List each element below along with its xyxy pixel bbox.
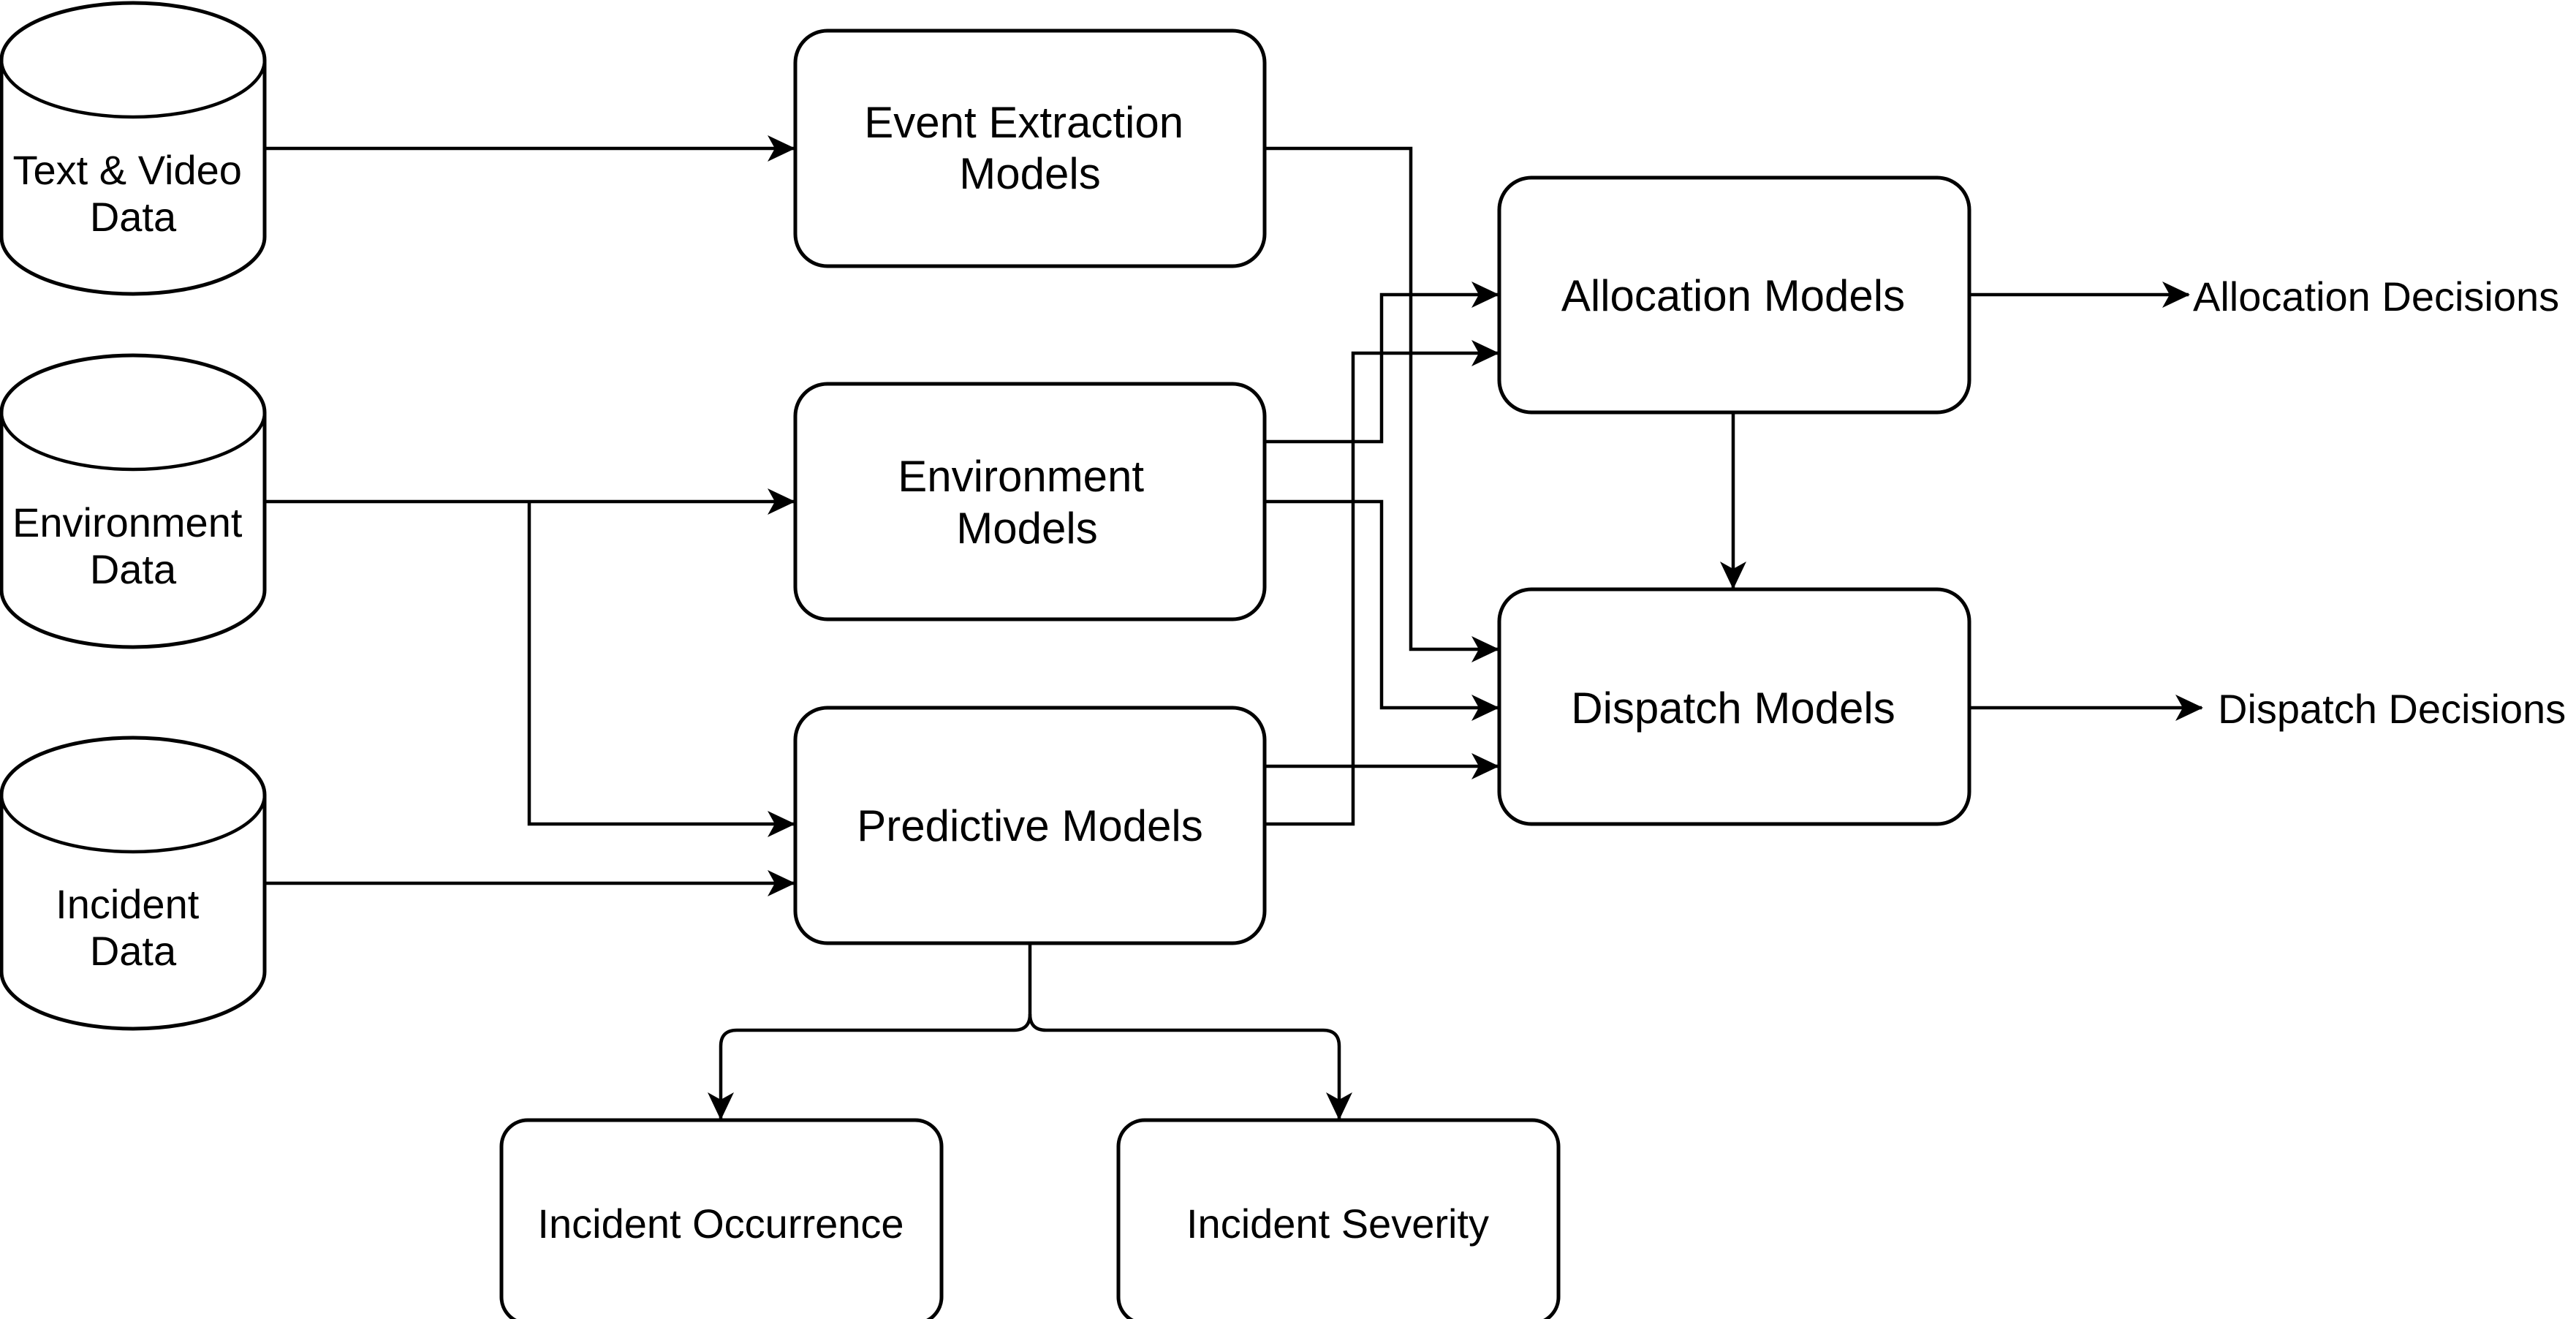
incident-occurrence-label: Incident Occurrence (537, 1201, 904, 1247)
box-incident-occurrence: Incident Occurrence (499, 1118, 944, 1319)
dispatch-models-label: Dispatch Models (1571, 684, 1895, 733)
box-event-extraction-models: Event Extraction Models (793, 29, 1267, 268)
environment-data-line1: Environment (12, 499, 243, 545)
edge-envmodels-to-allocation (1265, 281, 1499, 444)
incident-data-line2: Data (90, 928, 177, 974)
svg-text:Environment Data: Environment Data (12, 499, 254, 592)
cylinder-environment-data: Environment Data (0, 353, 267, 649)
box-predictive-models: Predictive Models (793, 706, 1267, 945)
environment-models-line1: Environment (898, 452, 1144, 501)
box-allocation-models: Allocation Models (1497, 175, 1971, 415)
edges (265, 135, 2203, 1120)
event-extraction-line2: Models (959, 149, 1100, 198)
allocation-decisions-label: Allocation Decisions (2193, 273, 2559, 320)
edge-envmodels-to-dispatch (1265, 499, 1499, 721)
environment-data-line2: Data (90, 546, 177, 592)
text-video-data-line2: Data (90, 194, 177, 240)
cylinder-incident-data: Incident Data (0, 736, 267, 1031)
cylinder-text-video-data: Text & Video Data (0, 1, 267, 296)
box-incident-severity: Incident Severity (1116, 1118, 1561, 1319)
svg-text:Event Extraction Models: Event Extraction Models (864, 98, 1196, 198)
predictive-models-label: Predictive Models (857, 801, 1203, 850)
edge-predictive-to-allocation (1265, 340, 1499, 826)
edge-predictive-to-occurrence (708, 942, 1032, 1120)
svg-text:Incident Data: Incident Data (56, 881, 211, 974)
edge-predictive-to-severity (1028, 1013, 1352, 1120)
svg-text:Text & Video Data: Text & Video Data (13, 147, 254, 240)
incident-data-line1: Incident (56, 881, 200, 927)
svg-text:Environment Models: Environment Models (898, 452, 1156, 553)
allocation-models-label: Allocation Models (1561, 271, 1905, 320)
edge-envdata-to-predictive (527, 502, 795, 837)
box-environment-models: Environment Models (793, 382, 1267, 621)
incident-severity-label: Incident Severity (1186, 1201, 1489, 1247)
dispatch-decisions-label: Dispatch Decisions (2218, 686, 2566, 732)
edge-eventextraction-to-dispatch (1265, 146, 1499, 662)
event-extraction-line1: Event Extraction (864, 98, 1183, 147)
box-dispatch-models: Dispatch Models (1497, 587, 1971, 826)
environment-models-line2: Models (956, 504, 1097, 553)
text-video-data-line1: Text & Video (13, 147, 242, 193)
